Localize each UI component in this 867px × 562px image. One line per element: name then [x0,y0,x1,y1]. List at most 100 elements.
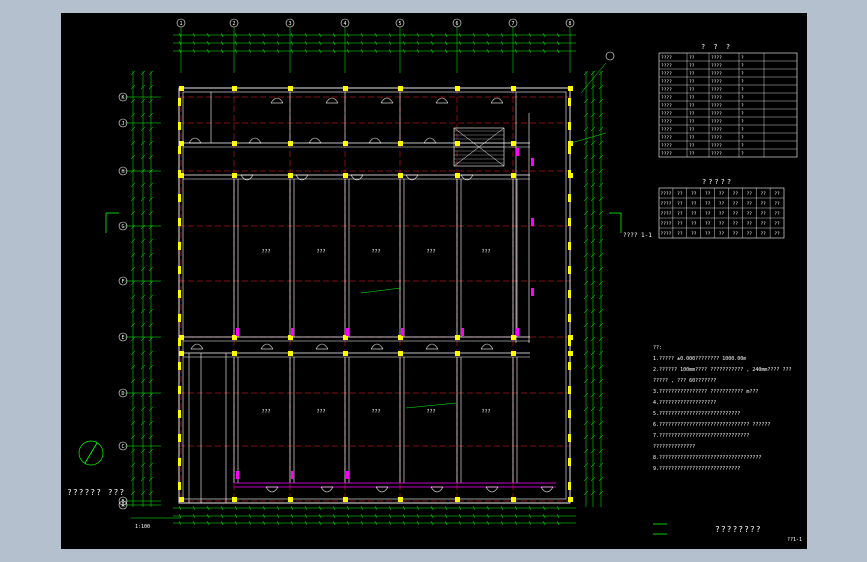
dimension-tick [304,48,308,54]
column [511,335,516,340]
table2-cell: ?? [691,221,697,227]
dimension-tick [583,448,589,454]
table2-cell: ?? [774,211,780,217]
table1-cell: ???? [711,103,722,109]
table2-frame [658,187,785,239]
dimension-tick [583,140,589,146]
notes-line: ?????????????? [653,444,696,450]
grid-bubble [118,276,128,286]
column [398,497,403,502]
wall-column [178,170,181,178]
dimension-tick [130,378,136,384]
table1-cell: ?? [689,71,695,77]
wall-column [178,290,181,298]
dimension-tick [542,48,546,54]
dimension-tick [590,490,596,496]
wall-column [568,362,571,370]
dimension-tick [148,420,154,426]
column [568,335,573,340]
dimension-tick [130,70,136,76]
index-bubble [605,51,615,61]
grid-axis-label: B [121,499,124,505]
dimension-tick [402,513,406,519]
column [455,497,460,502]
dimension-tick [500,513,504,519]
dimension-tick [130,154,136,160]
dimension-tick [290,513,294,519]
table2-cell: ?? [760,221,766,227]
dimension-tick [234,48,238,54]
accent-marker [236,471,239,479]
column [288,86,293,91]
dimension-tick [542,40,546,46]
table2-cell: ???? [661,231,672,237]
dimension-tick [528,48,532,54]
dimension-tick [542,520,546,526]
dimension-tick [590,378,596,384]
table1-cell: ???? [711,87,722,93]
table1-cell: ???? [711,55,722,61]
room-label: ??? [481,249,490,255]
dimension-tick [148,434,154,440]
dimension-tick [290,40,294,46]
dimension-tick [140,140,146,146]
dimension-tick [206,505,210,511]
column [568,141,573,146]
dimension-tick [148,364,154,370]
table1-cell: ???? [661,95,672,101]
dimension-tick [178,520,182,526]
dimension-tick [248,40,252,46]
dimension-tick [430,520,434,526]
wall-column [178,266,181,274]
dimension-tick [130,294,136,300]
dimension-tick [598,70,604,76]
accent-marker [236,328,239,336]
dimension-tick [590,420,596,426]
grid-bubble [508,18,518,28]
column [288,497,293,502]
wall-column [178,242,181,250]
dimension-tick [140,70,146,76]
dimension-tick [140,196,146,202]
grid-axis-label: 2 [232,21,235,27]
dimension-tick [590,364,596,370]
grid-bubble [118,92,128,102]
dimension-tick [234,505,238,511]
column [232,141,237,146]
dimension-tick [148,196,154,202]
dimension-tick [583,168,589,174]
dimension-tick [416,513,420,519]
table1-cell: ?? [689,119,695,125]
dimension-tick [140,336,146,342]
room-label: ??? [481,409,490,415]
dimension-tick [140,154,146,160]
grid-bubble [118,496,128,506]
column [343,173,348,178]
dimension-tick [583,406,589,412]
dimension-tick [590,112,596,118]
dimension-tick [318,513,322,519]
table2-cell: ?? [733,231,739,237]
dimension-tick [290,48,294,54]
dimension-tick [360,32,364,38]
notes-line: 4.??????????????????? [653,400,717,406]
table1-cell: ? [741,95,744,101]
dimension-tick [528,513,532,519]
dimension-tick [583,126,589,132]
dimension-tick [598,252,604,258]
grid-axis-label: K [121,95,124,101]
table2-cell: ?? [774,201,780,207]
dimension-tick [234,32,238,38]
door-swing [315,343,329,350]
dimension-tick [556,40,560,46]
column [455,335,460,340]
table1-cell: ?? [689,143,695,149]
dimension-tick [140,182,146,188]
grid-bubble [118,221,128,231]
grid-axis-label: 1 [179,21,182,27]
column [232,86,237,91]
dimension-tick [140,364,146,370]
table2-cell: ?? [691,211,697,217]
